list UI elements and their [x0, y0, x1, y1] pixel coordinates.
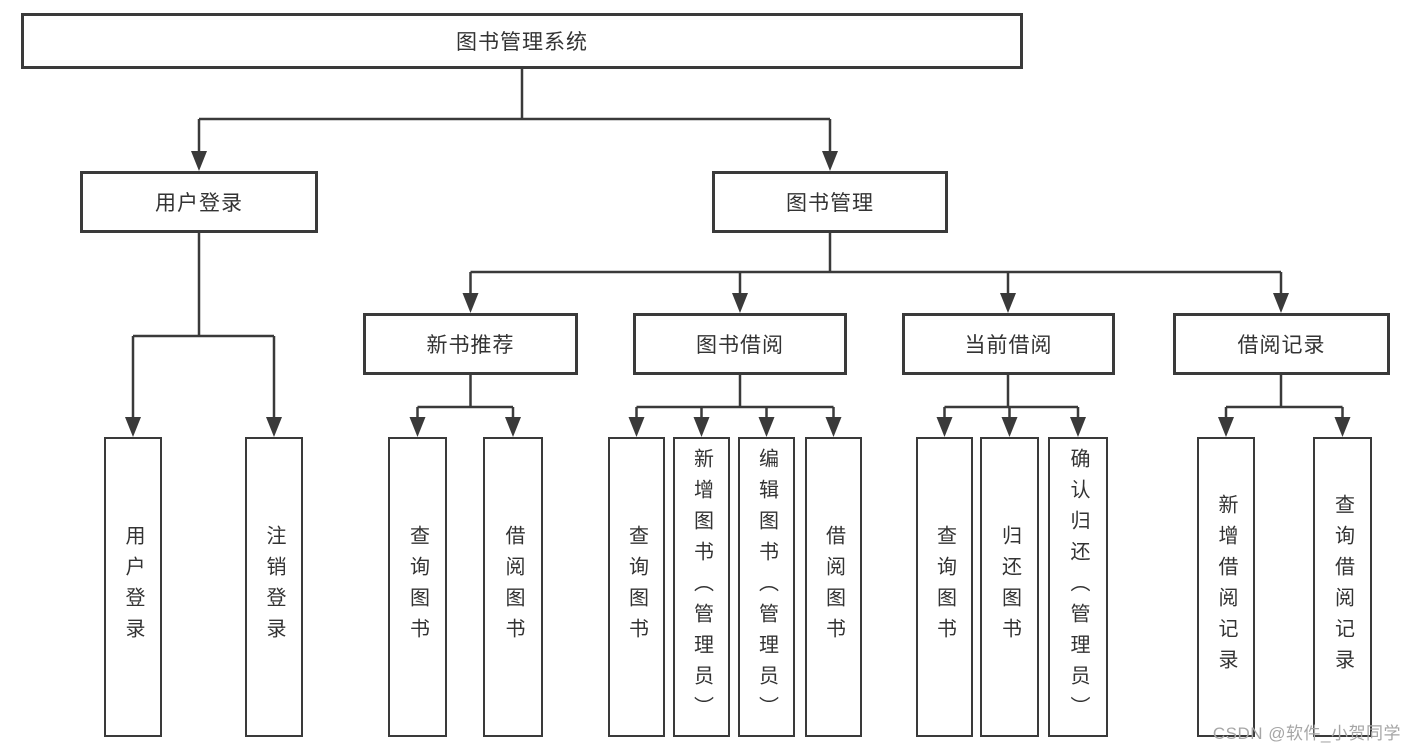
arrowhead	[266, 417, 282, 437]
arrowhead	[1334, 417, 1351, 437]
leaf-add-borrow-record: 新增借阅记录	[1197, 437, 1255, 737]
leaf-edit-book-admin: 编辑图书（管理员）	[738, 437, 795, 737]
node-book-management: 图书管理	[712, 171, 948, 233]
leaf-query-book-3: 查询图书	[916, 437, 973, 737]
arrowhead	[1070, 417, 1086, 437]
node-new-book-recommend: 新书推荐	[363, 313, 578, 375]
leaf-user-login: 用户登录	[104, 437, 162, 737]
arrowhead	[505, 417, 521, 437]
arrowhead	[825, 417, 842, 437]
arrowhead	[758, 417, 775, 437]
arrowhead	[1000, 293, 1016, 313]
arrowhead	[936, 417, 953, 437]
leaf-query-book-2: 查询图书	[608, 437, 665, 737]
node-library-system: 图书管理系统	[21, 13, 1023, 69]
leaf-return-book: 归还图书	[980, 437, 1039, 737]
arrowhead	[628, 417, 645, 437]
arrowhead	[409, 417, 426, 437]
leaf-borrow-book-1: 借阅图书	[483, 437, 543, 737]
leaf-query-borrow-record: 查询借阅记录	[1313, 437, 1372, 737]
connector-paths	[131, 69, 1344, 421]
arrowhead	[1273, 293, 1289, 313]
arrowhead	[462, 293, 479, 313]
leaf-add-book-admin: 新增图书（管理员）	[673, 437, 730, 737]
watermark-text: CSDN @软件_小贺同学	[1212, 724, 1401, 743]
arrowhead	[125, 417, 141, 437]
leaf-logout: 注销登录	[245, 437, 303, 737]
arrowhead	[822, 151, 838, 171]
leaf-confirm-return-admin: 确认归还（管理员）	[1048, 437, 1108, 737]
node-current-borrow: 当前借阅	[902, 313, 1115, 375]
arrowhead	[1218, 417, 1234, 437]
arrowhead	[693, 417, 710, 437]
arrowhead	[732, 293, 748, 313]
arrowhead	[191, 151, 207, 171]
leaf-borrow-book-2: 借阅图书	[805, 437, 862, 737]
node-borrow-records: 借阅记录	[1173, 313, 1390, 375]
arrowhead	[1001, 417, 1018, 437]
leaf-query-book-1: 查询图书	[388, 437, 447, 737]
node-book-borrow: 图书借阅	[633, 313, 847, 375]
node-user-login: 用户登录	[80, 171, 318, 233]
